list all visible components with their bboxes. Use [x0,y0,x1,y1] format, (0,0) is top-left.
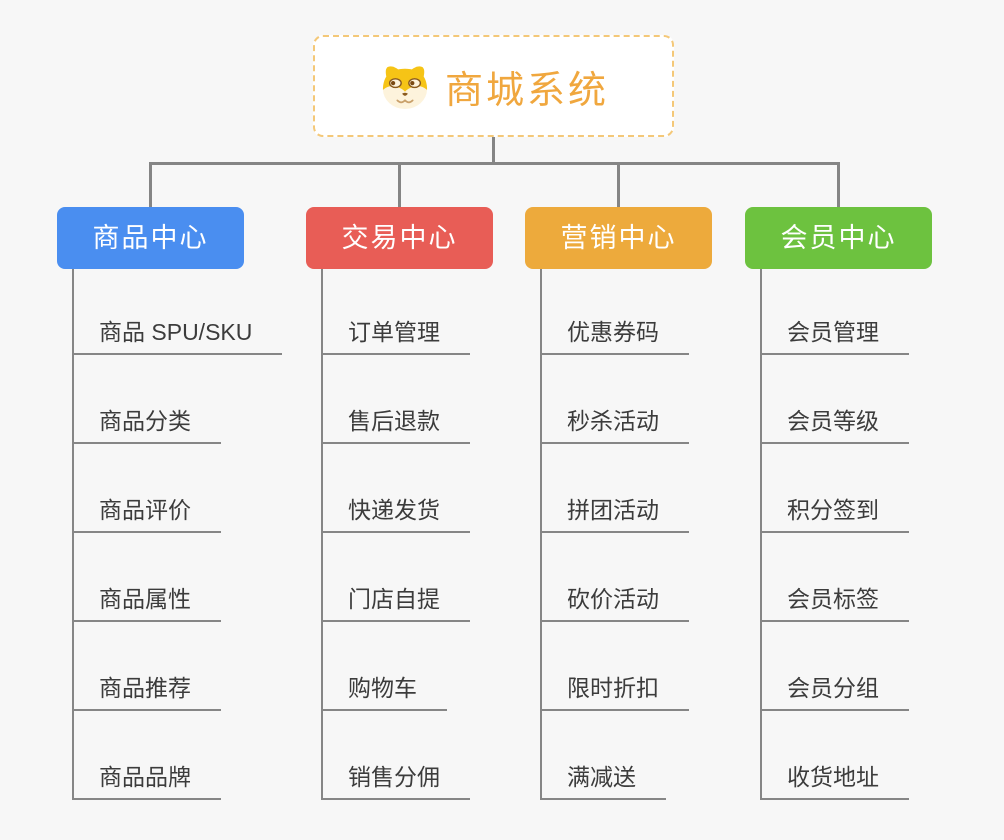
branch-column-marketing: 营销中心 优惠券码 秒杀活动 拼团活动 砍价活动 限时折扣 满减送 [525,207,712,817]
branch-spine-line [321,269,323,800]
connector-root-stem [492,137,495,164]
root-title: 商城系统 [444,69,609,112]
connector-drop-line [837,162,840,208]
topic-item[interactable]: 订单管理 [321,315,470,355]
branch-spine-line [72,269,74,800]
branch-column-member: 会员中心 会员管理 会员等级 积分签到 会员标签 会员分组 收货地址 [745,207,932,817]
connector-drop-line [149,162,152,208]
topic-item[interactable]: 优惠券码 [540,315,689,355]
topic-item[interactable]: 商品分类 [72,404,221,444]
topic-item[interactable]: 砍价活动 [540,582,689,622]
topic-item[interactable]: 销售分佣 [321,760,470,800]
topic-item[interactable]: 商品评价 [72,493,221,533]
root-node[interactable]: 商城系统 [313,35,674,137]
connector-drop-line [398,162,401,208]
topic-item[interactable]: 门店自提 [321,582,470,622]
topic-item[interactable]: 拼团活动 [540,493,689,533]
branch-node-product[interactable]: 商品中心 [57,207,244,269]
branch-spine-line [540,269,542,800]
topic-item[interactable]: 快递发货 [321,493,470,533]
topic-item[interactable]: 商品 SPU/SKU [72,315,283,355]
topic-item[interactable]: 秒杀活动 [540,404,689,444]
topic-item[interactable]: 商品属性 [72,582,221,622]
topic-item[interactable]: 会员管理 [760,315,909,355]
topic-item[interactable]: 购物车 [321,671,447,711]
topic-item[interactable]: 商品品牌 [72,760,221,800]
branch-column-trade: 交易中心 订单管理 售后退款 快递发货 门店自提 购物车 销售分佣 [306,207,493,817]
branch-node-trade[interactable]: 交易中心 [306,207,493,269]
topic-item[interactable]: 商品推荐 [72,671,221,711]
branch-node-marketing[interactable]: 营销中心 [525,207,712,269]
connector-bus-line [149,162,840,165]
topic-item[interactable]: 满减送 [540,760,666,800]
topic-item[interactable]: 会员等级 [760,404,909,444]
connector-drop-line [617,162,620,208]
branch-spine-line [760,269,762,800]
doge-face-icon [378,62,432,110]
topic-item[interactable]: 售后退款 [321,404,470,444]
branch-column-product: 商品中心 商品 SPU/SKU 商品分类 商品评价 商品属性 商品推荐 商品品牌 [57,207,283,817]
topic-item[interactable]: 会员分组 [760,671,909,711]
topic-item[interactable]: 积分签到 [760,493,909,533]
topic-item[interactable]: 收货地址 [760,760,909,800]
topic-item[interactable]: 限时折扣 [540,671,689,711]
topic-item[interactable]: 会员标签 [760,582,909,622]
branch-node-member[interactable]: 会员中心 [745,207,932,269]
